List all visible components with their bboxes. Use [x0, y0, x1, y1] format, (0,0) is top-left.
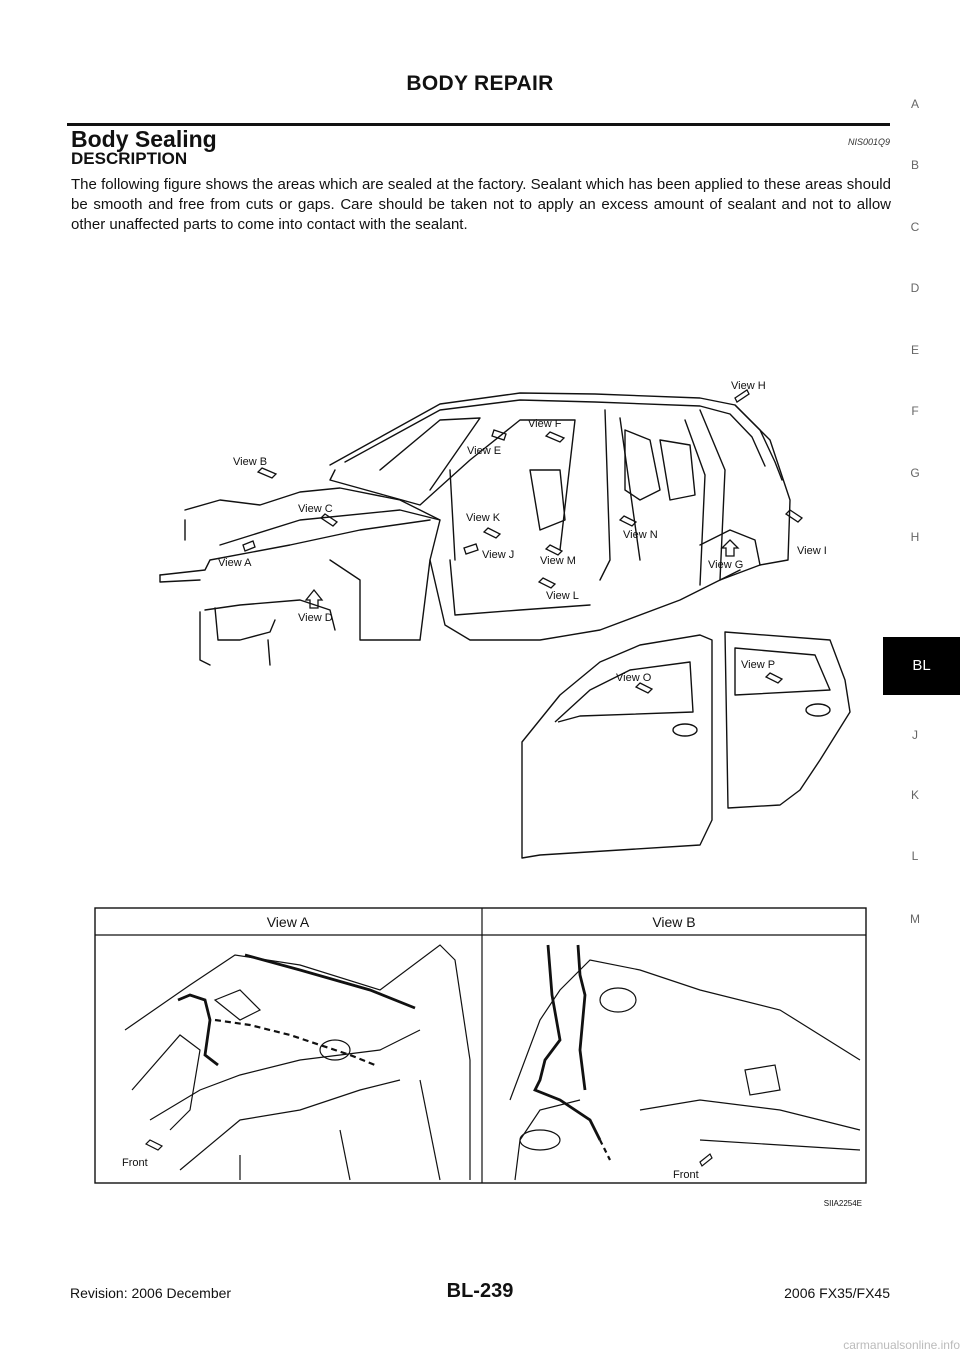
view-h-label: View H: [731, 380, 766, 392]
view-i-label: View I: [797, 545, 827, 557]
view-j-label: View J: [482, 549, 514, 561]
subsection-title: DESCRIPTION: [71, 149, 188, 168]
view-a-detail-drawing: [124, 944, 471, 1181]
view-arrows: [242, 389, 804, 694]
side-tab-h[interactable]: H: [910, 530, 920, 544]
figure-code: SIIA2254E: [823, 1199, 862, 1208]
view-o-label: View O: [616, 672, 652, 684]
view-b-detail-drawing: [509, 959, 861, 1181]
view-b-label: View B: [233, 456, 267, 468]
view-m-label: View M: [540, 555, 576, 567]
view-b-front-label: Front: [673, 1169, 699, 1181]
view-f-label: View F: [528, 418, 562, 430]
view-a-label: View A: [218, 557, 252, 569]
section-code: NIS001Q9: [847, 137, 890, 147]
section-title: Body Sealing: [71, 126, 217, 152]
view-a-hidden-sealant: [214, 1018, 376, 1067]
view-n-label: View N: [623, 529, 658, 541]
detail-left-header: View A: [267, 914, 310, 930]
side-tab-a[interactable]: A: [910, 97, 919, 111]
side-tab-j[interactable]: J: [912, 728, 918, 742]
view-g-label: View G: [708, 559, 743, 571]
view-e-label: View E: [467, 445, 501, 457]
side-tab-l[interactable]: L: [911, 849, 919, 863]
side-tab-bl[interactable]: BL: [883, 637, 960, 695]
view-a-front-arrow: [144, 1139, 164, 1151]
side-tab-k[interactable]: K: [910, 788, 919, 802]
car-body-drawing: [159, 392, 791, 666]
side-tab-e[interactable]: E: [910, 343, 919, 357]
view-b-sealant-lines: [533, 944, 602, 1141]
watermark: carmanualsonline.info: [843, 1338, 960, 1352]
view-k-label: View K: [466, 512, 501, 524]
view-l-label: View L: [546, 590, 579, 602]
door-drawing: [521, 631, 851, 859]
footer-model: 2006 FX35/FX45: [784, 1285, 890, 1301]
view-d-label: View D: [298, 612, 333, 624]
side-tab-c[interactable]: C: [910, 220, 920, 234]
side-tab-g[interactable]: G: [910, 466, 920, 480]
side-tab-b[interactable]: B: [910, 158, 919, 172]
view-c-label: View C: [298, 503, 333, 515]
side-tab-f[interactable]: F: [911, 404, 919, 418]
view-b-hidden-sealant: [599, 1139, 611, 1161]
view-a-front-label: Front: [122, 1157, 148, 1169]
description-text: The following figure shows the areas whi…: [71, 176, 891, 233]
detail-right-header: View B: [652, 914, 695, 930]
footer-revision: Revision: 2006 December: [70, 1285, 232, 1301]
detail-table: [94, 907, 867, 1184]
side-tab-m[interactable]: M: [910, 912, 920, 926]
view-b-front-arrow: [699, 1153, 713, 1167]
view-p-label: View P: [741, 659, 775, 671]
footer-page-number: BL-239: [446, 1280, 514, 1302]
header-rule: [67, 123, 890, 126]
side-tab-d[interactable]: D: [910, 281, 920, 295]
view-a-sealant-lines: [177, 953, 416, 1067]
page-header-title: BODY REPAIR: [406, 72, 554, 95]
